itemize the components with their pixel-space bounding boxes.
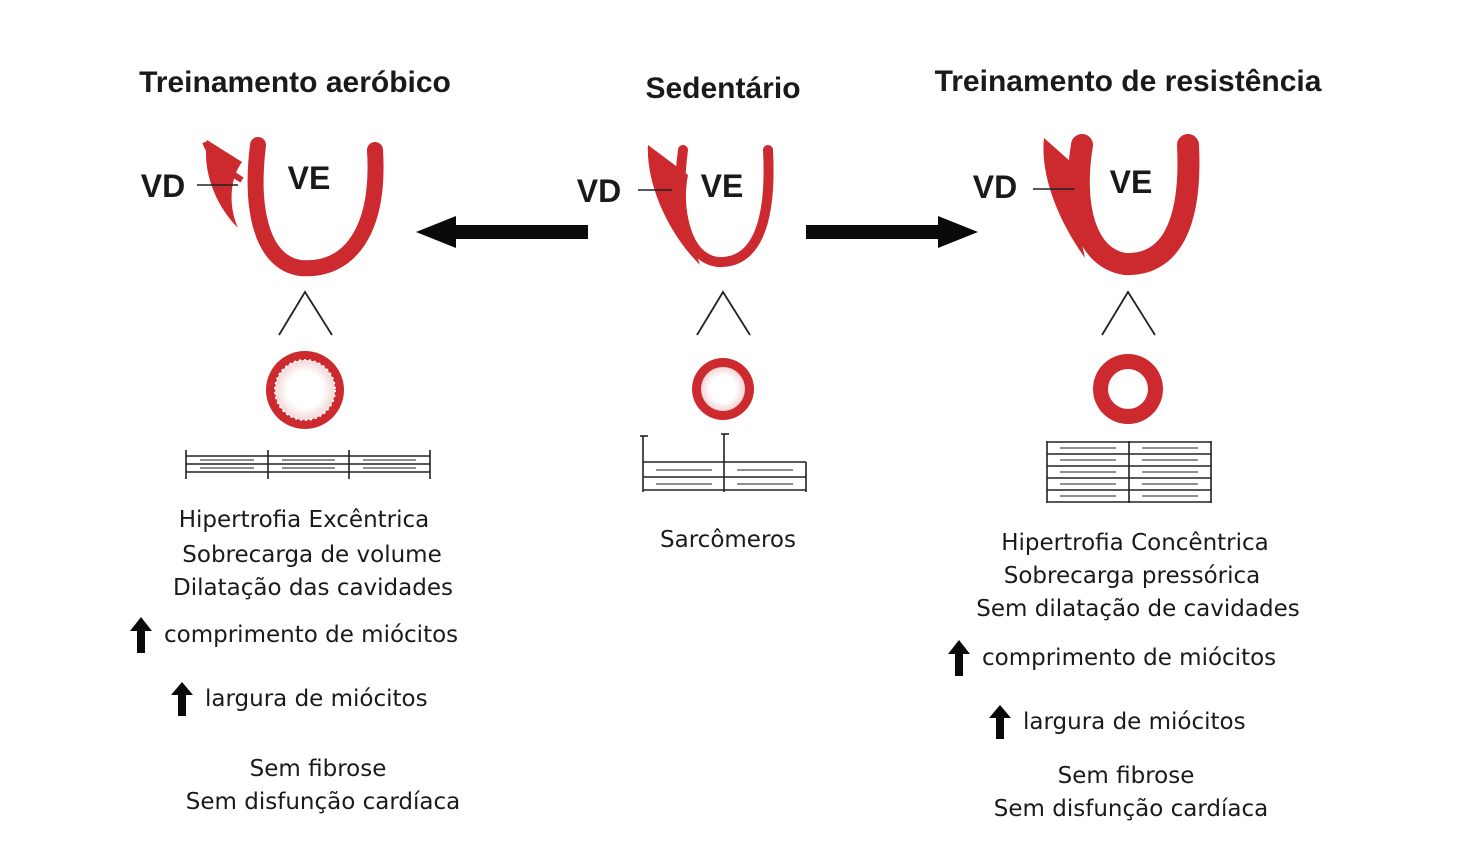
- label-lv-sedentary: VE: [700, 168, 744, 204]
- arrow-left-icon: [416, 216, 588, 248]
- aerobic-line-2: Sobrecarga de volume: [182, 542, 442, 568]
- resistance-length-row: comprimento de miócitos: [948, 640, 1276, 676]
- aerobic-line-1: Hipertrofia Excêntrica: [178, 507, 430, 533]
- cross-section-aerobic-icon: [266, 351, 344, 429]
- label-rv-resistance: VD: [972, 169, 1018, 205]
- aerobic-width-text: largura de miócitos: [205, 686, 428, 712]
- label-lv-resistance: VE: [1109, 164, 1153, 200]
- heart-resistance-icon: [1033, 134, 1200, 276]
- resistance-line-2: Sobrecarga pressórica: [1003, 563, 1261, 589]
- resistance-line-3: Sem dilatação de cavidades: [976, 596, 1300, 622]
- cross-section-resistance-icon: [1093, 354, 1163, 424]
- sarcomere-aerobic-icon: [185, 450, 431, 479]
- arrow-up-icon: [171, 682, 193, 716]
- label-lv-aerobic: VE: [287, 160, 331, 196]
- label-rv-aerobic: VD: [140, 168, 186, 204]
- heart-sedentary-icon: [638, 145, 774, 268]
- resistance-bottom-2: Sem disfunção cardíaca: [993, 796, 1269, 822]
- resistance-width-row: largura de miócitos: [989, 705, 1246, 739]
- resistance-length-text: comprimento de miócitos: [982, 645, 1277, 671]
- aerobic-bottom-2: Sem disfunção cardíaca: [185, 789, 461, 815]
- sarcomere-sedentary-icon: [640, 433, 807, 492]
- arrow-up-icon: [989, 705, 1011, 739]
- connector-sedentary: [696, 290, 751, 336]
- aerobic-width-row: largura de miócitos: [171, 682, 428, 716]
- sarcomere-resistance-icon: [1046, 441, 1212, 503]
- resistance-line-1: Hipertrofia Concêntrica: [1001, 530, 1269, 556]
- title-resistance: Treinamento de resistência: [934, 65, 1322, 98]
- label-rv-sedentary: VD: [576, 173, 622, 209]
- arrow-up-icon: [130, 617, 152, 653]
- resistance-width-text: largura de miócitos: [1023, 709, 1246, 735]
- arrow-up-icon: [948, 640, 970, 676]
- title-sedentary: Sedentário: [645, 72, 801, 105]
- heart-aerobic-icon: [197, 137, 384, 277]
- cross-section-sedentary-icon: [692, 358, 754, 420]
- aerobic-length-text: comprimento de miócitos: [164, 622, 459, 648]
- arrow-right-icon: [806, 216, 978, 248]
- caption-sarcomeres: Sarcômeros: [660, 527, 796, 553]
- connector-resistance: [1101, 290, 1156, 336]
- aerobic-bottom-1: Sem fibrose: [249, 756, 387, 782]
- aerobic-line-3: Dilatação das cavidades: [173, 575, 453, 601]
- resistance-bottom-1: Sem fibrose: [1057, 763, 1195, 789]
- title-aerobic: Treinamento aeróbico: [139, 66, 451, 99]
- aerobic-length-row: comprimento de miócitos: [130, 617, 458, 653]
- connector-aerobic: [278, 290, 333, 336]
